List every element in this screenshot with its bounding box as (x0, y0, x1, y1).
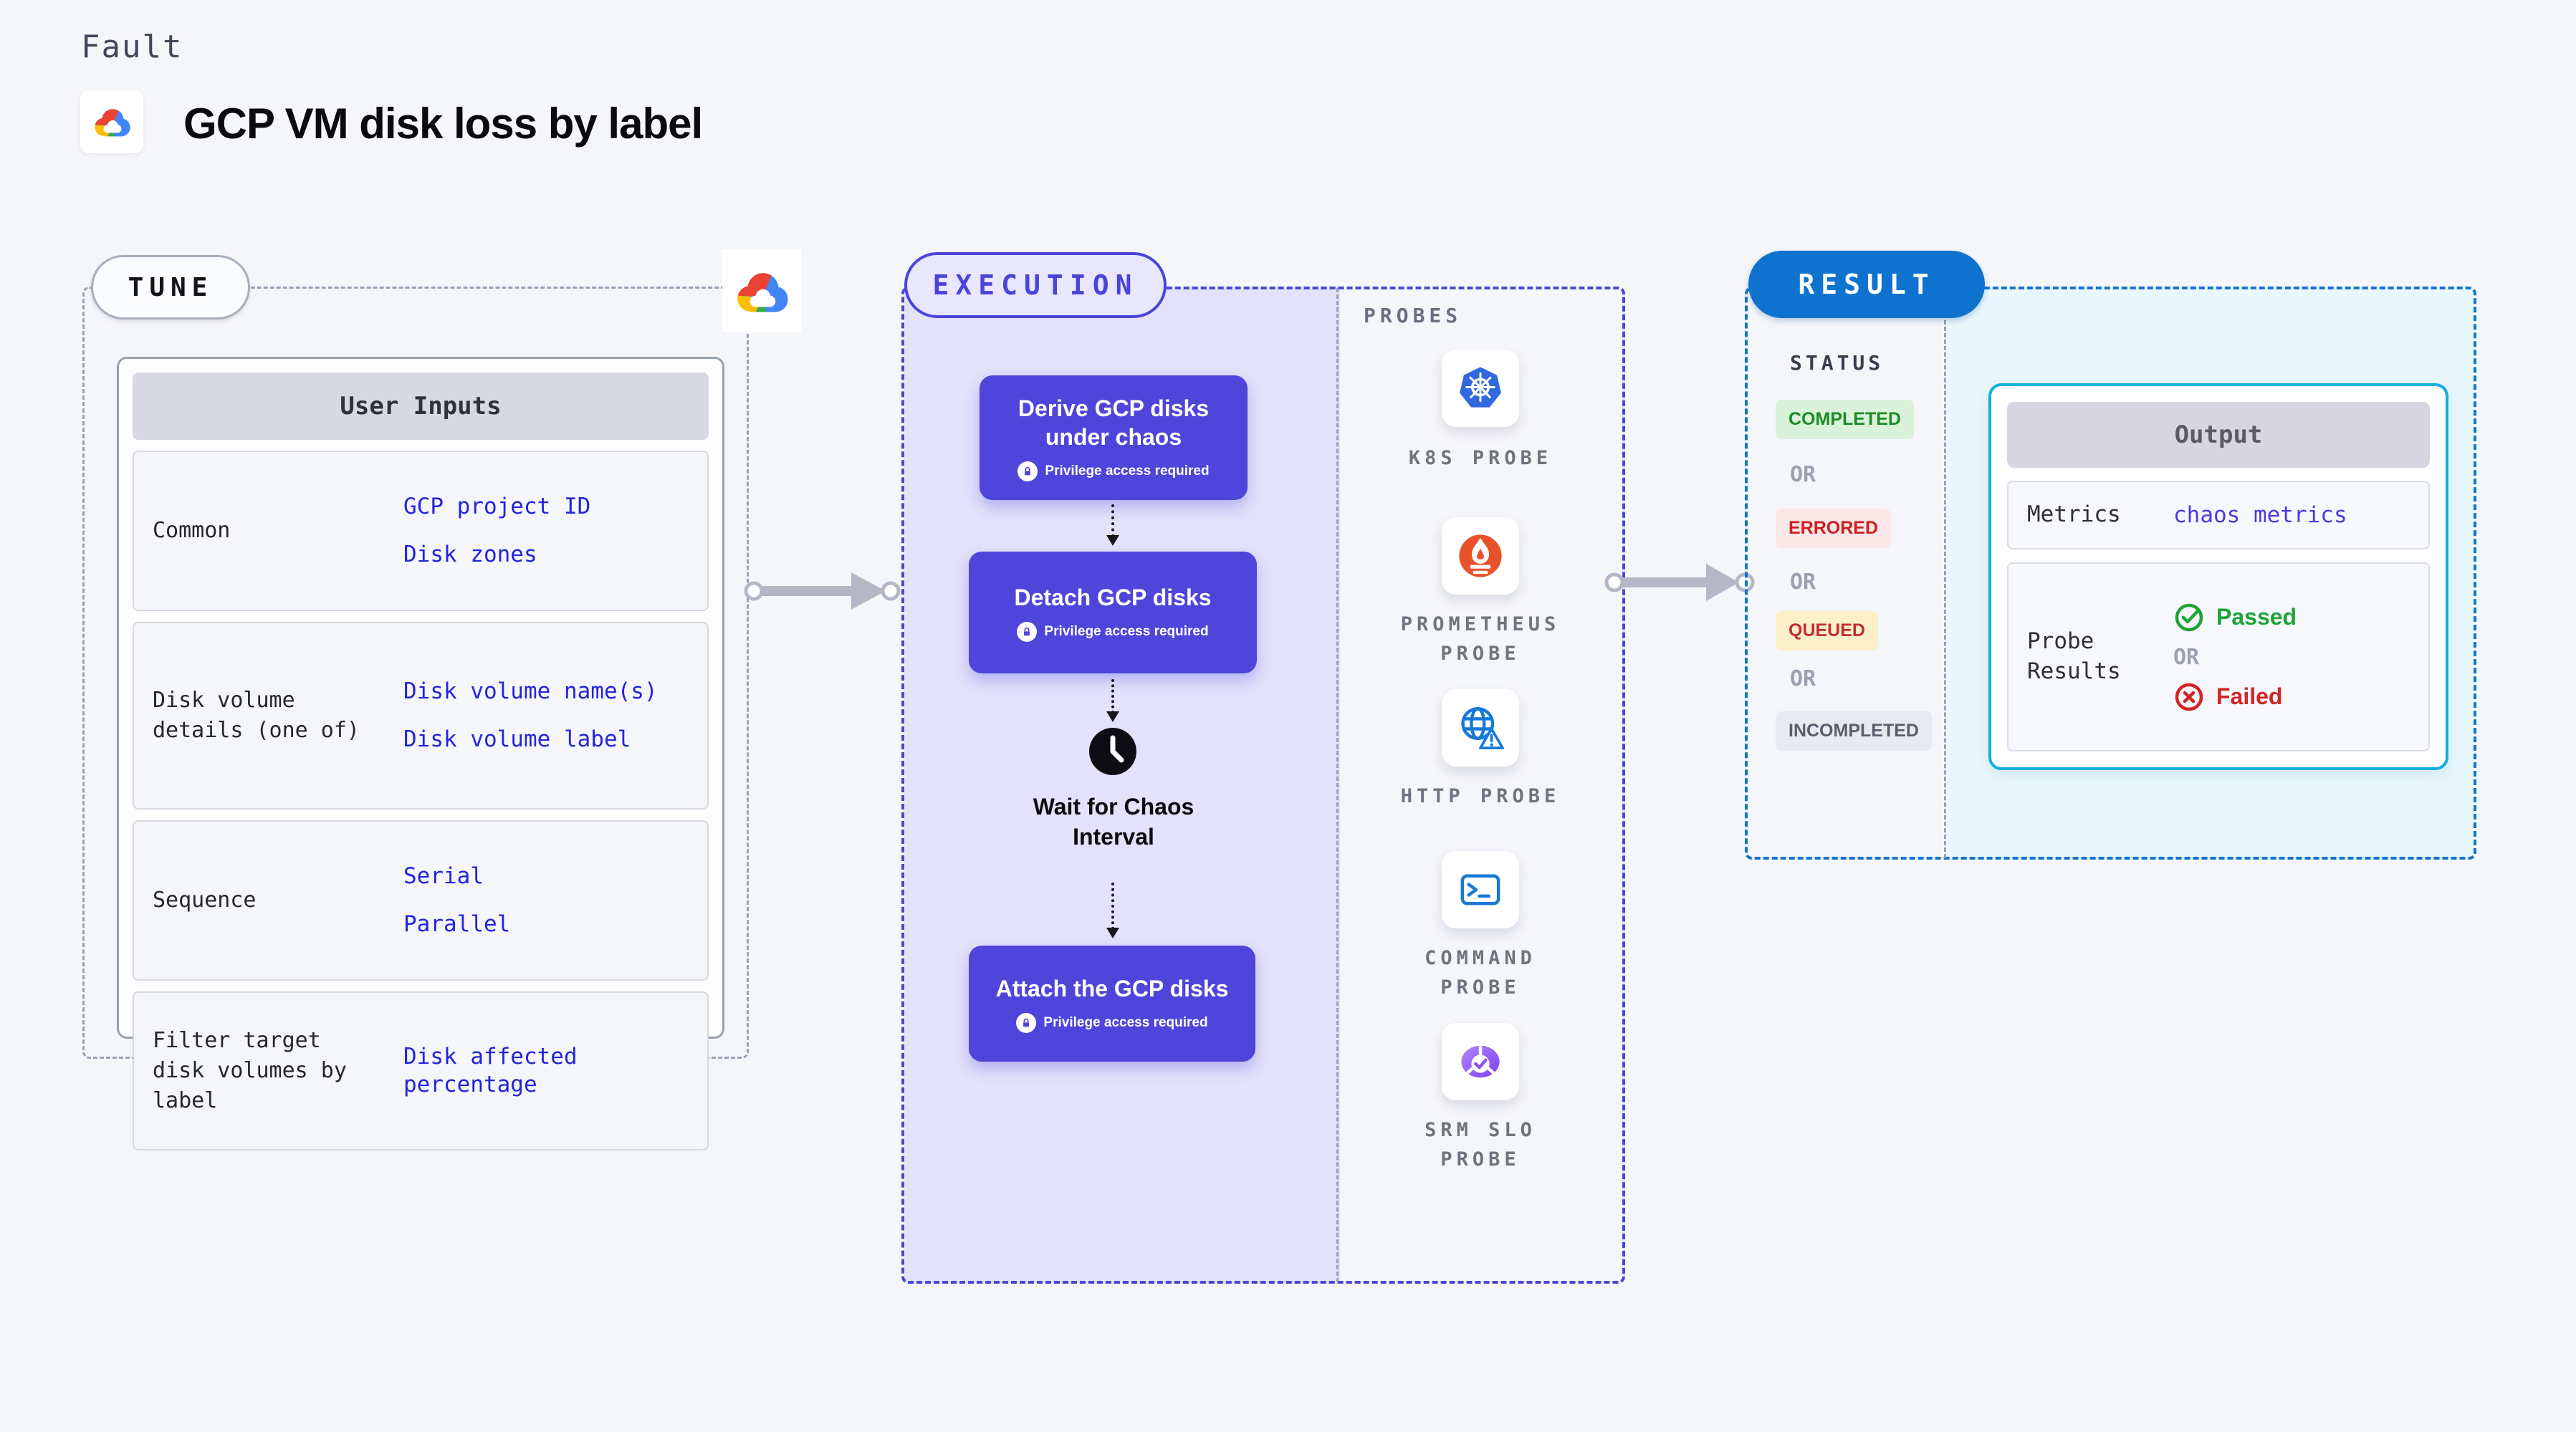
metrics-row: Metrics chaos metrics (2007, 481, 2430, 549)
lock-icon (1017, 622, 1038, 642)
slo-donut-check-icon (1461, 1044, 1500, 1078)
input-link-disk-zones[interactable]: Disk zones (403, 542, 537, 567)
probe-label-k8s: K8S PROBE (1408, 447, 1553, 469)
failed-label: Failed (2216, 683, 2283, 709)
status-badge-completed: COMPLETED (1776, 400, 1914, 439)
input-row-disk-volume-details: Disk volume details (one of) Disk volume… (133, 622, 709, 809)
failed-line: Failed (2173, 681, 2428, 713)
page-title: GCP VM disk loss by label (183, 100, 703, 148)
step-derive-gcp-disks[interactable]: Derive GCP disks under chaos Privilege a… (980, 355, 1266, 500)
privilege-row: Privilege access required (1018, 461, 1210, 481)
privilege-row: Privilege access required (1016, 1013, 1208, 1033)
input-row-sequence: Sequence Serial Parallel (133, 820, 709, 981)
probe-results-row: Probe Results Passed OR Faile (2007, 562, 2430, 751)
probe-card-command[interactable] (1442, 851, 1519, 928)
tune-gcp-logo-plate (722, 249, 801, 332)
result-divider (1944, 288, 1946, 858)
input-link-serial[interactable]: Serial (403, 863, 484, 890)
tune-to-execution-arrow (744, 572, 901, 610)
gcp-cloud-icon (728, 263, 795, 319)
passed-line: Passed (2173, 602, 2428, 633)
tune-pill: TUNE (91, 255, 250, 319)
status-badge-errored: ERRORED (1776, 509, 1892, 548)
output-card: Output Metrics chaos metrics Probe Resul… (1988, 383, 2448, 770)
input-link-disk-volume-names[interactable]: Disk volume name(s) (403, 678, 658, 705)
status-heading: STATUS (1790, 351, 1885, 375)
output-title: Output (2007, 402, 2430, 468)
http-globe-warning-icon (1461, 707, 1504, 749)
x-circle-icon (2175, 683, 2203, 711)
prometheus-icon (1459, 534, 1502, 577)
lock-icon (1016, 1013, 1037, 1033)
input-row-label: Common (153, 518, 231, 543)
privilege-label: Privilege access required (1045, 463, 1210, 479)
flow-arrow-down (1106, 504, 1119, 546)
input-row-common: Common GCP project ID Disk zones (133, 451, 709, 611)
input-link-disk-affected-percentage[interactable]: Disk affected percentage (403, 1044, 578, 1097)
passed-label: Passed (2216, 604, 2297, 630)
execution-to-result-arrow (1604, 564, 1755, 601)
wait-for-chaos-interval-label: Wait for Chaos Interval (1033, 794, 1194, 850)
or-label: OR (1790, 666, 1816, 691)
flow-arrow-down (1106, 883, 1119, 938)
probes-section-label: PROBES (1364, 304, 1462, 327)
or-label: OR (1790, 570, 1816, 595)
probe-card-k8s[interactable] (1442, 350, 1519, 427)
probe-card-prometheus[interactable] (1442, 517, 1519, 595)
step-title: Derive GCP disks under chaos (1018, 395, 1210, 450)
or-label: OR (1790, 462, 1816, 487)
probe-label-prometheus: PROMETHEUS PROBE (1400, 613, 1561, 665)
input-row-filter-by-label: Filter target disk volumes by label Disk… (133, 991, 709, 1150)
execution-probes-divider (1336, 288, 1339, 1282)
user-inputs-card: User Inputs Common GCP project ID Disk z… (117, 357, 724, 1150)
privilege-label: Privilege access required (1043, 1015, 1208, 1030)
input-row-label: Sequence (153, 888, 257, 913)
step-attach-gcp-disks[interactable]: Attach the GCP disks Privilege access re… (969, 926, 1274, 1062)
gcp-logo-plate (80, 90, 143, 153)
metrics-label: Metrics (2027, 501, 2121, 528)
probe-card-srm-slo[interactable] (1442, 1023, 1519, 1100)
input-link-gcp-project-id[interactable]: GCP project ID (403, 494, 591, 520)
input-row-label: Disk volume details (one of) (153, 688, 360, 743)
check-circle-icon (2175, 603, 2203, 631)
fault-eyebrow: Fault (81, 29, 183, 65)
probe-label-http: HTTP PROBE (1400, 785, 1561, 807)
clock-icon (1089, 728, 1136, 775)
execution-pill: EXECUTION (904, 252, 1167, 318)
lock-icon (1018, 461, 1038, 481)
input-row-label: Filter target disk volumes by label (153, 1028, 347, 1113)
probe-results-label: Probe Results (2027, 628, 2121, 684)
or-label: OR (2173, 644, 2200, 670)
result-pill: RESULT (1748, 251, 1985, 318)
input-link-disk-volume-label[interactable]: Disk volume label (403, 726, 631, 752)
step-detach-gcp-disks[interactable]: Detach GCP disks Privilege access requir… (969, 532, 1275, 673)
probe-card-http[interactable] (1442, 689, 1519, 767)
kubernetes-icon (1460, 367, 1501, 408)
privilege-row: Privilege access required (1017, 622, 1209, 642)
input-link-parallel[interactable]: Parallel (403, 911, 511, 937)
user-inputs-title: User Inputs (133, 373, 709, 440)
gcp-cloud-icon (88, 102, 135, 141)
status-badge-incompleted: INCOMPLETED (1776, 711, 1932, 751)
probe-label-command: COMMAND PROBE (1425, 947, 1536, 999)
status-badge-queued: QUEUED (1776, 611, 1878, 650)
terminal-icon (1460, 874, 1500, 905)
flow-arrow-down (1106, 679, 1119, 722)
probe-label-srm-slo: SRM SLO PROBE (1425, 1119, 1536, 1171)
chaos-metrics-link[interactable]: chaos metrics (2173, 502, 2347, 528)
step-title: Attach the GCP disks (995, 976, 1229, 1001)
step-title: Detach GCP disks (1014, 585, 1212, 610)
privilege-label: Privilege access required (1044, 624, 1209, 639)
